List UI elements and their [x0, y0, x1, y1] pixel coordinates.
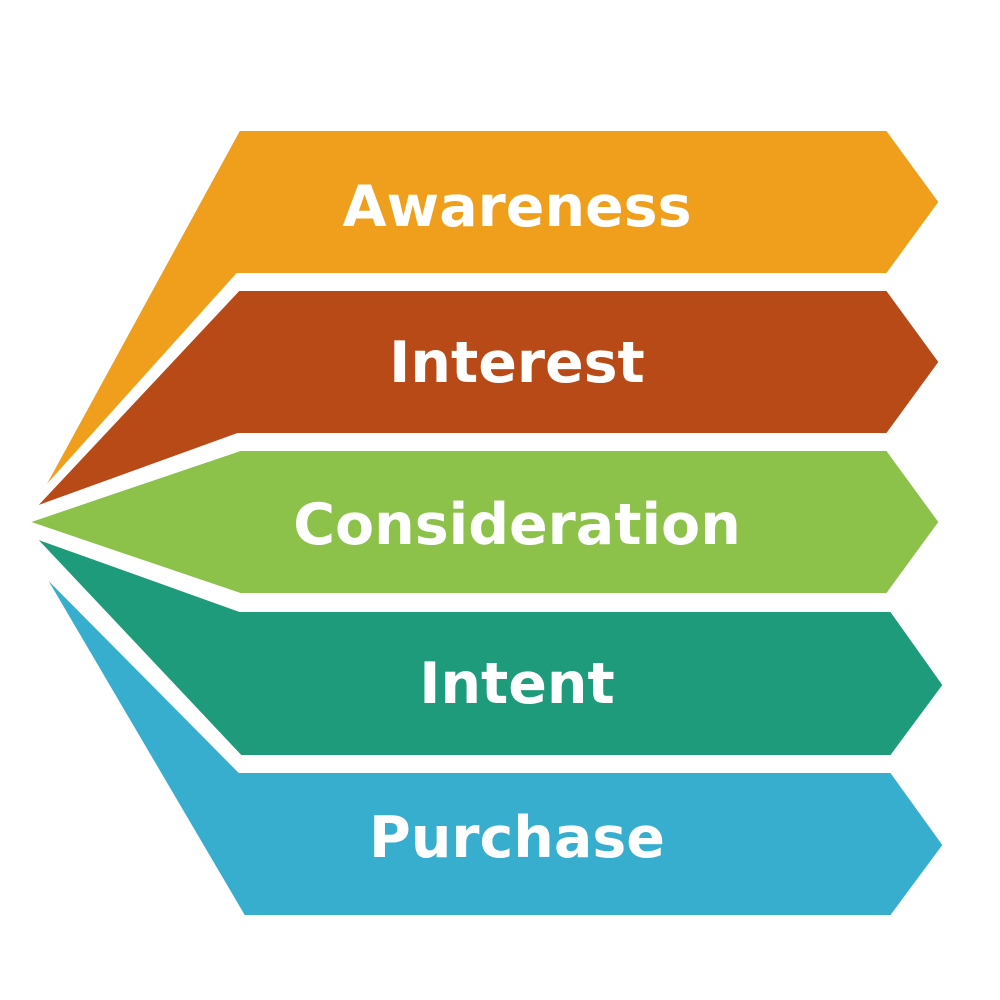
stage-interest-label: Interest	[389, 330, 645, 396]
stage-consideration-shape	[12, 445, 946, 599]
stage-purchase-label: Purchase	[369, 805, 665, 871]
stage-purchase-shape	[31, 559, 950, 921]
stage-intent-label: Intent	[419, 651, 615, 717]
stage-interest-shape	[25, 285, 946, 515]
stage-consideration: Consideration	[12, 445, 946, 599]
stage-interest: Interest	[25, 285, 946, 515]
stage-intent-shape	[25, 530, 950, 761]
stage-awareness: Awareness	[29, 125, 946, 508]
stage-awareness-label: Awareness	[342, 174, 691, 240]
stage-purchase: Purchase	[31, 559, 950, 921]
stage-consideration-label: Consideration	[293, 492, 741, 558]
stage-intent: Intent	[25, 530, 950, 761]
